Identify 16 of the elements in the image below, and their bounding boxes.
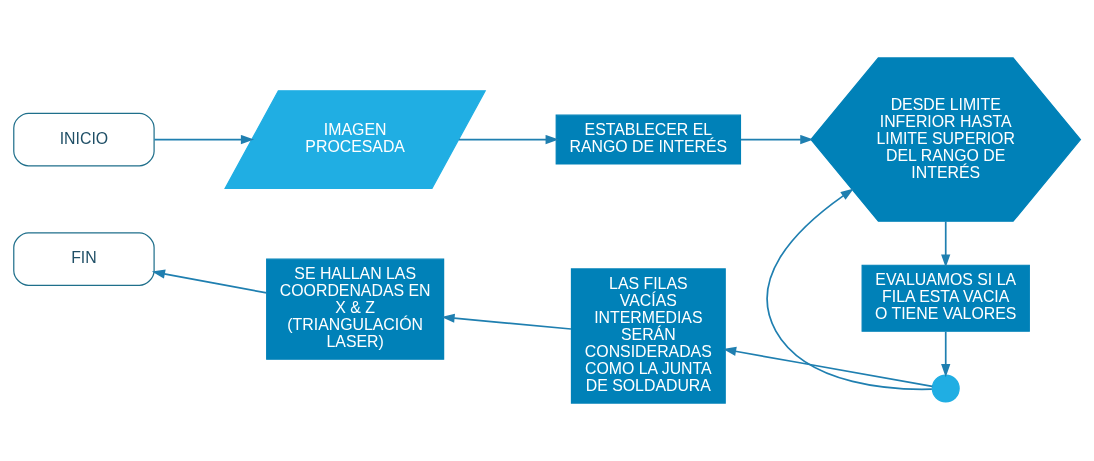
arrow [441, 313, 572, 330]
node-box: FIN [13, 232, 155, 286]
node-box: SE HALLAN LAS COORDENADAS EN X & Z (TRIANGULACIÓN LASER) [266, 258, 445, 360]
arrow [941, 330, 951, 378]
node-box: LAS FILAS VACÍAS INTERMEDIAS SERÁN CONSIDERADAS COMO LA JUNTA DE SOLDADURA [570, 268, 726, 404]
node-box: INICIO [13, 112, 155, 167]
arrow [722, 346, 934, 388]
node-circle [931, 374, 960, 403]
arrow [766, 188, 933, 391]
node-box: EVALUAMOS SI LA FILA ESTA VACIA O TIENE VALORES [861, 264, 1030, 332]
arrow [458, 134, 559, 145]
arrow [151, 269, 268, 294]
arrow [740, 134, 814, 145]
node-box: ESTABLECER EL RANGO DE INTERÉS [555, 114, 742, 165]
arrow [941, 220, 951, 268]
arrow [153, 134, 255, 145]
